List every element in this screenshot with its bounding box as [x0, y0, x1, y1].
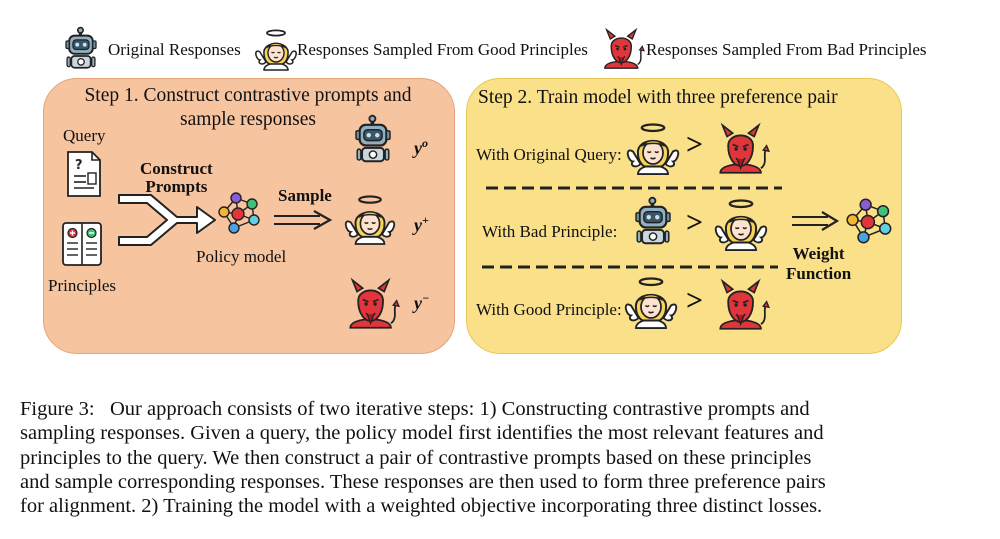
legend-bad-label: Responses Sampled From Bad Principles	[646, 40, 927, 59]
legend-original-label: Original Responses	[108, 40, 241, 59]
legend-robot-icon	[65, 26, 97, 69]
row2-greater-than: >	[686, 206, 704, 239]
sample-label: Sample	[278, 186, 332, 205]
row1-devil-icon	[719, 124, 770, 174]
row3-angel-icon	[624, 277, 678, 330]
policy-model-network-icon	[218, 192, 260, 234]
weight-line1: Weight	[792, 244, 845, 263]
row-bad-principle-label: With Bad Principle:	[482, 222, 618, 241]
y-good-var: y	[414, 215, 422, 235]
legend-good-label: Responses Sampled From Good Principles	[297, 40, 588, 59]
legend-angel-icon	[254, 29, 298, 71]
row2-robot-icon	[634, 196, 672, 245]
y-good-label: y+	[414, 213, 429, 236]
step1-title-line2: sample responses	[180, 109, 316, 130]
construct-line2: Prompts	[145, 177, 208, 196]
caption-line4: and sample corresponding responses. Thes…	[20, 470, 826, 493]
y-original-sup: o	[422, 136, 428, 150]
step2-title: Step 2. Train model with three preferenc…	[478, 87, 838, 108]
construct-arrow-icon	[118, 194, 216, 246]
row1-angel-icon	[626, 123, 680, 176]
caption-line5: for alignment. 2) Training the model wit…	[20, 495, 823, 518]
weight-function-label: Weight Function	[786, 244, 851, 284]
trained-model-network-icon	[846, 198, 892, 244]
caption-line1: Figure 3: Our approach consists of two i…	[20, 398, 810, 420]
row-original-query-label: With Original Query:	[476, 145, 622, 164]
caption-line3: principles to the query. We then constru…	[20, 446, 812, 469]
principles-label: Principles	[48, 276, 116, 295]
step1-title: Step 1. Construct contrastive prompts an…	[60, 84, 436, 132]
output-angel-icon	[344, 195, 396, 246]
figure-caption: Figure 3: Our approach consists of two i…	[20, 397, 950, 518]
construct-line1: Construct	[140, 159, 213, 178]
dashed-divider-1	[486, 186, 782, 190]
y-bad-sup: −	[422, 291, 430, 305]
step1-title-line1: Step 1. Construct contrastive prompts an…	[84, 85, 412, 106]
y-original-label: yo	[414, 136, 428, 159]
output-devil-icon	[349, 279, 400, 329]
dashed-divider-2	[482, 265, 778, 269]
row1-greater-than: >	[686, 128, 704, 161]
document-icon	[67, 151, 101, 197]
row3-devil-icon	[719, 280, 770, 330]
row-good-principle-label: With Good Principle:	[476, 300, 622, 319]
sample-arrow-icon	[274, 210, 333, 230]
weight-arrow-icon	[792, 211, 840, 231]
query-label: Query	[63, 126, 106, 145]
y-bad-label: y−	[414, 291, 429, 314]
step1-panel	[43, 78, 455, 354]
construct-prompts-label: Construct Prompts	[140, 160, 213, 196]
policy-model-label: Policy model	[196, 247, 287, 266]
y-original-var: y	[414, 138, 422, 158]
row2-angel-icon	[714, 199, 768, 252]
output-robot-icon	[354, 114, 392, 163]
caption-line2: sampling responses. Given a query, the p…	[20, 422, 824, 445]
y-bad-var: y	[414, 293, 422, 313]
y-good-sup: +	[422, 213, 429, 227]
principles-book-icon	[62, 222, 102, 266]
row3-greater-than: >	[686, 284, 704, 317]
legend-devil-icon	[604, 29, 645, 69]
weight-line2: Function	[786, 264, 852, 283]
